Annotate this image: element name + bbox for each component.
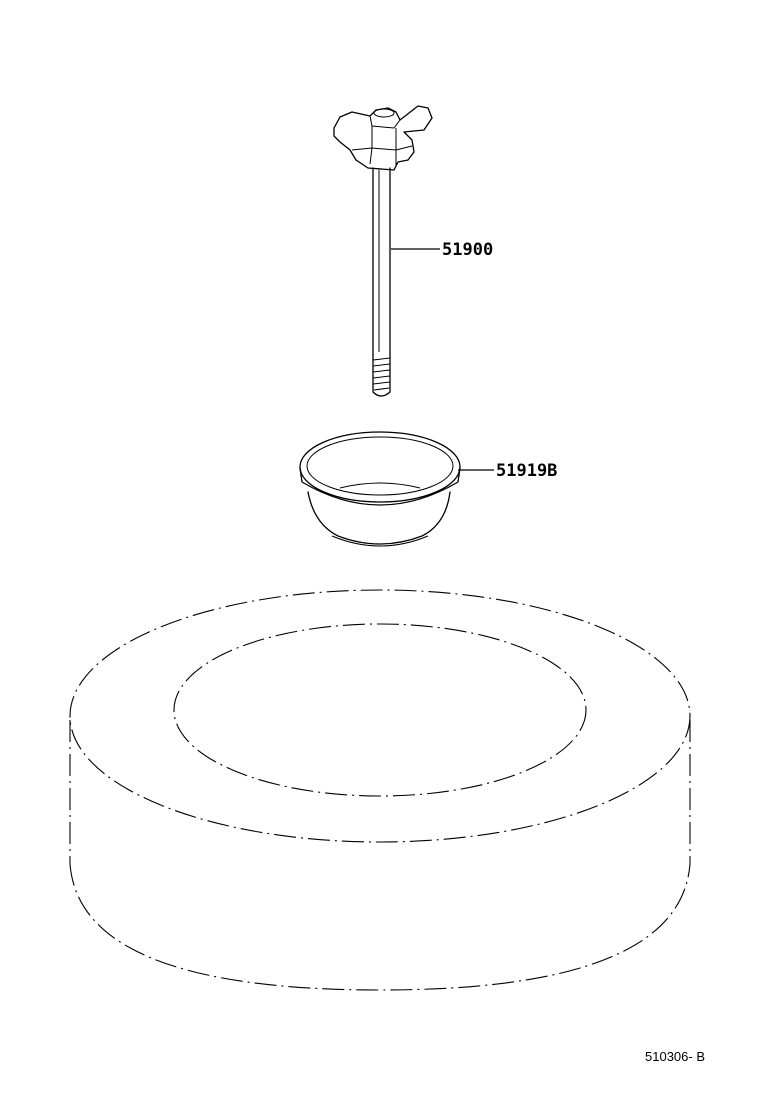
- part-label-51900[interactable]: 51900: [442, 240, 493, 260]
- hold-down-bolt: [333, 105, 433, 397]
- spare-tire-outline: [69, 589, 691, 991]
- spare-wheel-cup: [299, 431, 461, 547]
- part-label-51919B[interactable]: 51919B: [496, 461, 557, 481]
- diagram-reference-code: 510306- B: [645, 1049, 705, 1064]
